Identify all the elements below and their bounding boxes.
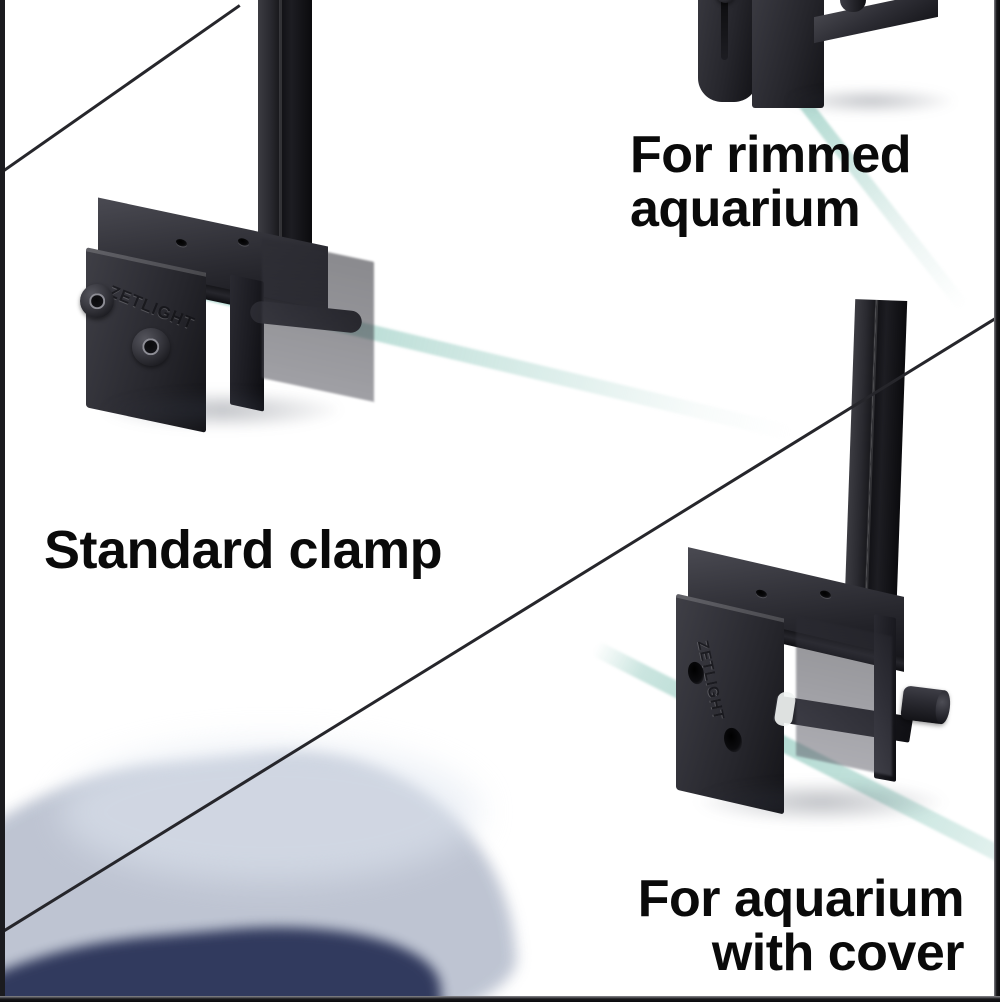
arm-left-face — [258, 0, 280, 250]
background-blob-pale — [60, 742, 480, 882]
screw-socket — [89, 293, 105, 309]
arm-edge-highlight — [278, 0, 282, 250]
thumb-screw-cap — [933, 689, 952, 725]
rimmed-adjust-slot — [721, 0, 728, 60]
clamp-assembly-standard: ZETLIGHT — [72, 0, 412, 460]
rimmed-rear-plate — [698, 0, 758, 102]
background-blob-navy — [0, 911, 445, 1002]
hex-set-screw-lower — [132, 328, 170, 366]
contact-shadow — [696, 780, 946, 824]
screw-socket — [142, 338, 160, 356]
frame-border-right — [994, 0, 1000, 1002]
contact-shadow — [102, 390, 342, 430]
frame-border-left — [0, 0, 5, 1002]
clamp-assembly-cover: ZETLIGHT — [636, 299, 976, 860]
clamp-rear-panel — [262, 238, 374, 402]
vertical-arm — [258, 0, 312, 250]
frame-border-bottom — [0, 996, 1000, 1002]
clamp-assembly-rimmed — [690, 0, 956, 122]
caption-for-aquarium-with-cover: For aquarium with cover — [637, 869, 965, 982]
arm-right-face — [279, 0, 312, 250]
hex-set-screw — [716, 0, 735, 3]
caption-for-rimmed-aquarium: For rimmed aquarium — [630, 126, 912, 239]
rimmed-top-shelf — [814, 0, 938, 44]
caption-standard-clamp: Standard clamp — [44, 520, 443, 580]
thumb-screw — [900, 685, 952, 725]
contact-shadow — [786, 88, 956, 114]
vertical-arm — [844, 299, 908, 601]
rimmed-vertical-pin — [840, 0, 866, 12]
clamp-rear-panel — [796, 615, 892, 777]
hex-set-screw-upper — [80, 284, 114, 318]
